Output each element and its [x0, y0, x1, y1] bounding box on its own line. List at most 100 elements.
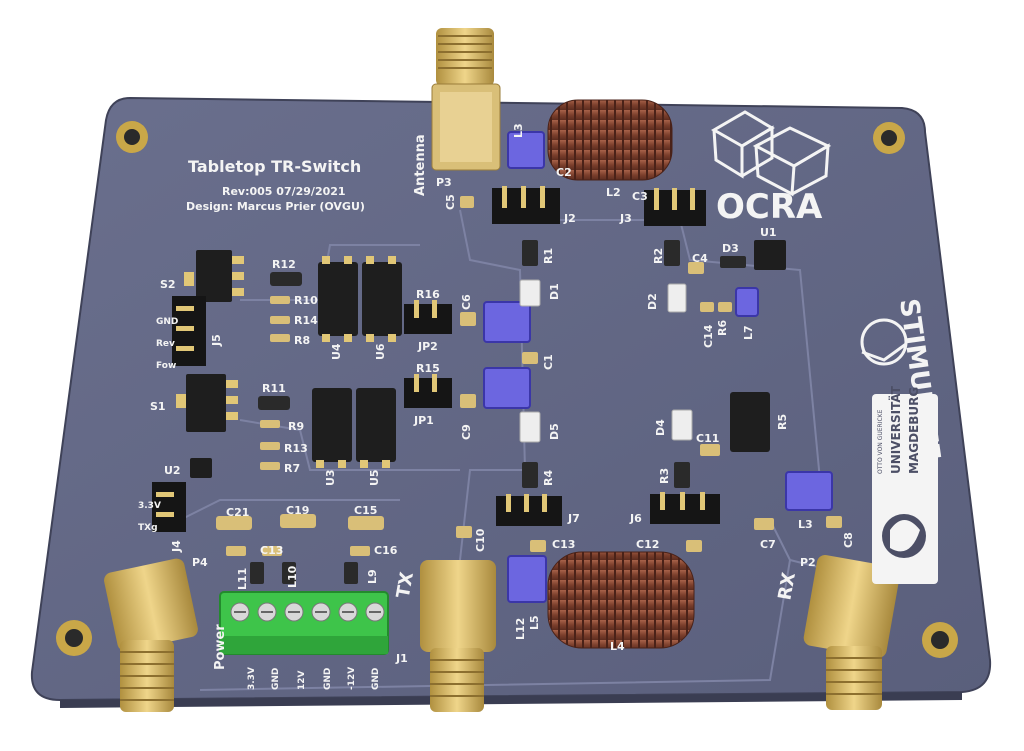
passive-components	[216, 196, 842, 584]
ref-c8: C8	[842, 532, 855, 548]
power-label: Power	[213, 624, 228, 670]
ref-c13-left: C13	[260, 544, 283, 557]
ref-u1: U1	[760, 226, 777, 239]
ref-c7: C7	[760, 538, 776, 551]
trimmer-capacitors	[483, 131, 833, 603]
ref-r11: R11	[262, 382, 286, 395]
board-revision: Rev:005 07/29/2021	[222, 185, 346, 198]
ref-d4: D4	[654, 419, 667, 436]
ic-pads	[176, 256, 396, 468]
university-line2: MAGDEBURG	[907, 387, 921, 474]
j5-pin-fow: Fow	[156, 361, 176, 371]
ref-j1: J1	[395, 652, 408, 665]
power-pin-1: 3.3V	[247, 667, 257, 690]
antenna-label: Antenna	[413, 134, 428, 196]
ref-r4: R4	[542, 470, 555, 486]
power-pin-6: GND	[371, 668, 381, 690]
ref-c19: C19	[286, 504, 309, 517]
inductor-l2-coil	[547, 99, 673, 181]
ref-u2: U2	[164, 464, 181, 477]
power-pin-3: 12V	[297, 670, 307, 690]
ref-c15: C15	[354, 504, 377, 517]
rx-label: RX	[774, 571, 800, 602]
ref-l7: L7	[742, 325, 755, 340]
stimulate-logo-icon	[860, 318, 908, 366]
ref-l10: L10	[286, 565, 299, 588]
ref-u6: U6	[374, 343, 387, 360]
university-line1: UNIVERSITÄT	[888, 385, 903, 474]
ref-u4: U4	[330, 343, 343, 360]
ref-j3: J3	[619, 212, 632, 225]
dice-logo-icon	[710, 110, 832, 197]
ref-r13: R13	[284, 442, 308, 455]
integrated-circuits	[186, 240, 786, 478]
ref-p3: P3	[436, 176, 452, 189]
ref-l3: L3	[798, 518, 813, 531]
ref-p4: P4	[192, 556, 208, 569]
ref-r2: R2	[652, 248, 665, 264]
ref-jp2: JP2	[417, 340, 438, 353]
ref-r8: R8	[294, 334, 310, 347]
ref-l5: L5	[528, 615, 541, 630]
ref-c11: C11	[696, 432, 719, 445]
ref-d1: D1	[548, 283, 561, 300]
tx-sma-connector	[420, 560, 496, 712]
board-title: Tabletop TR-Switch	[188, 157, 361, 176]
ref-r7: R7	[284, 462, 300, 475]
ref-c5: C5	[444, 194, 457, 210]
ref-l9: L9	[366, 569, 379, 584]
ref-c13: C13	[552, 538, 575, 551]
ref-l4: L4	[610, 640, 625, 653]
ref-l3-top: L3	[512, 123, 525, 138]
power-sma-connector-left	[104, 558, 198, 712]
ref-r6: R6	[716, 320, 729, 336]
power-terminal-block	[219, 591, 389, 655]
ref-r10: R10	[294, 294, 318, 307]
ref-s1: S1	[150, 400, 166, 413]
ref-p2: P2	[800, 556, 816, 569]
ref-j7: J7	[567, 512, 580, 525]
ref-l12: L12	[514, 618, 527, 640]
ref-s2: S2	[160, 278, 176, 291]
pin-headers	[152, 186, 720, 532]
ref-j4: J4	[170, 540, 183, 553]
ref-u3: U3	[324, 469, 337, 486]
ref-c1: C1	[542, 354, 555, 370]
ref-l11: L11	[236, 568, 249, 590]
board-designer: Design: Marcus Prier (OVGU)	[186, 200, 365, 213]
ref-c14: C14	[702, 324, 715, 348]
ref-r3: R3	[658, 468, 671, 484]
ref-j5: J5	[210, 334, 223, 347]
j4-pin-txg: TXg	[138, 523, 158, 533]
ref-d5: D5	[548, 423, 561, 440]
power-pin-5: -12V	[347, 667, 357, 690]
ocra-logo-text: OCRA	[716, 187, 823, 227]
inductor-l4-coil	[547, 551, 695, 649]
silkscreen-text: Tabletop TR-Switch Rev:005 07/29/2021 De…	[138, 123, 946, 690]
power-pin-4: GND	[323, 668, 333, 690]
ref-c6: C6	[460, 294, 473, 310]
ref-r12: R12	[272, 258, 296, 271]
antenna-sma-connector	[431, 28, 501, 171]
mounting-holes	[56, 121, 958, 658]
ref-r5: R5	[776, 414, 789, 430]
ref-r9: R9	[288, 420, 304, 433]
ref-r14: R14	[294, 314, 318, 327]
power-pin-2: GND	[271, 668, 281, 690]
ref-j6: J6	[629, 512, 642, 525]
ref-r16: R16	[416, 288, 440, 301]
ref-d2: D2	[646, 293, 659, 310]
tx-label: TX	[393, 570, 418, 600]
j5-pin-gnd: GND	[156, 317, 178, 327]
ref-c9: C9	[460, 424, 473, 440]
ref-r15: R15	[416, 362, 440, 375]
ref-c12: C12	[636, 538, 659, 551]
ref-c21: C21	[226, 506, 249, 519]
ref-c10: C10	[474, 528, 487, 552]
ref-d3: D3	[722, 242, 739, 255]
ref-r1: R1	[542, 248, 555, 264]
ref-jp1: JP1	[413, 414, 434, 427]
university-small-text: OTTO VON GUERICKE	[877, 409, 884, 474]
